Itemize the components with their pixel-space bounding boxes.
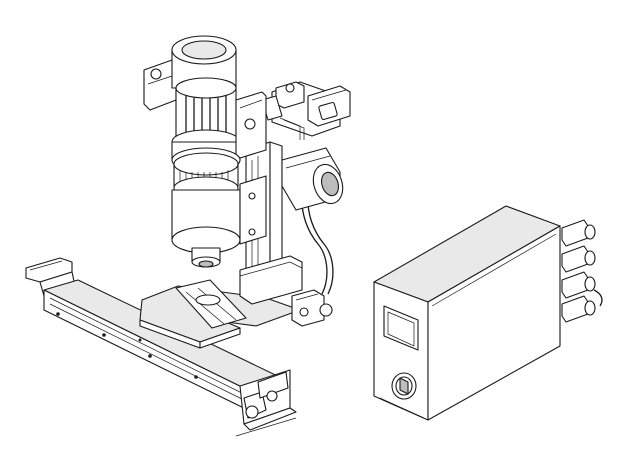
spindle-clamp-bracket (239, 175, 267, 245)
linear-rail (25, 257, 297, 437)
rail-hole (194, 375, 198, 379)
connector-port (561, 295, 589, 323)
motor-terminal-box (143, 59, 177, 111)
fixture-pad (195, 294, 221, 306)
rail-hole (148, 354, 152, 358)
column-base-block (239, 255, 303, 305)
controller-connectors (561, 219, 603, 323)
spindle-motor (143, 35, 267, 268)
connector-port (561, 245, 589, 273)
controller-box (373, 205, 603, 421)
tool-chuck (198, 260, 214, 268)
rail-hole (138, 338, 142, 342)
connector-port (561, 271, 589, 299)
valve-assembly (261, 81, 351, 140)
connector-port (561, 219, 589, 247)
cable-hose (301, 189, 328, 295)
rail-knob (245, 405, 259, 419)
connector-cable (593, 289, 603, 307)
rail-hole (56, 312, 60, 316)
rail-hole (102, 333, 106, 337)
sensor-bracket (291, 289, 325, 327)
controller-side-face (427, 225, 561, 421)
sensor-knob (319, 303, 333, 317)
controller-display (383, 305, 419, 351)
